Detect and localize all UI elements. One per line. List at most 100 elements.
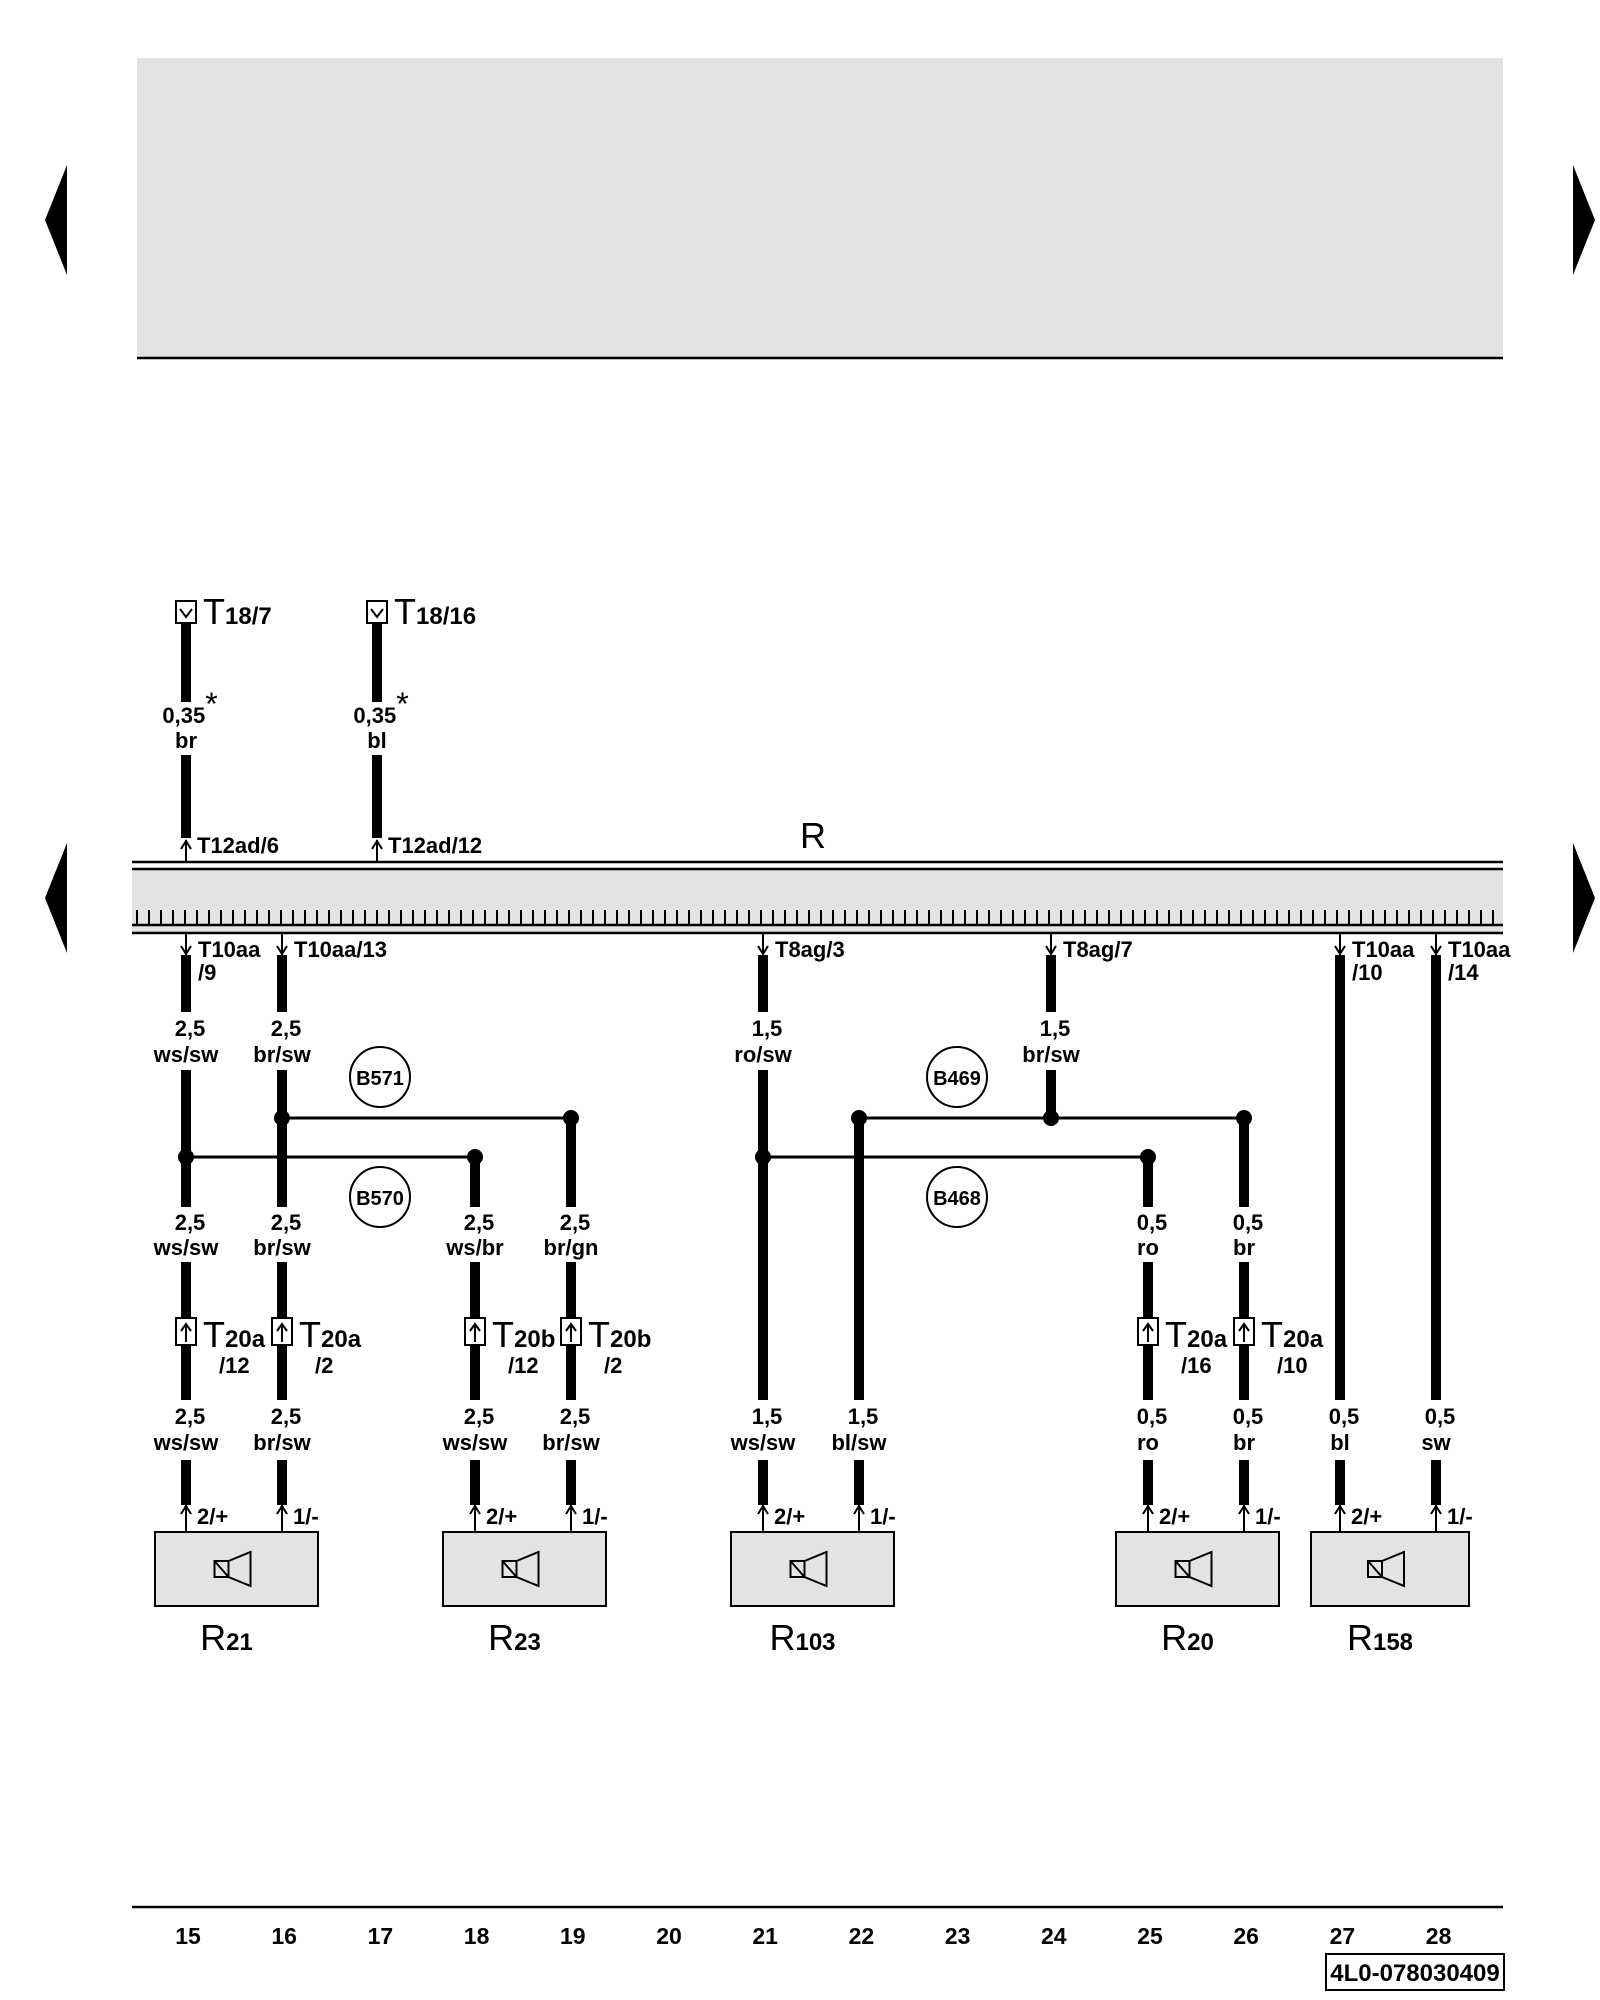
- speaker-icon: [501, 1550, 540, 1588]
- column-number: 26: [1233, 1923, 1259, 1949]
- svg-text:2/+: 2/+: [486, 1504, 517, 1529]
- speaker-label: R23: [488, 1617, 541, 1658]
- svg-text:/9: /9: [198, 960, 216, 985]
- speaker-pin-arrows: [180, 1504, 1442, 1532]
- speaker-r21: R21: [154, 1531, 319, 1658]
- svg-text:2,5: 2,5: [175, 1210, 206, 1235]
- column-number: 27: [1330, 1923, 1356, 1949]
- svg-text:T20a: T20a: [203, 1314, 266, 1355]
- column-number: 20: [656, 1923, 682, 1949]
- svg-text:/12: /12: [219, 1353, 250, 1378]
- speaker-icon: [1367, 1550, 1405, 1588]
- module-pin-ticks: [136, 910, 1494, 925]
- svg-text:br/gn: br/gn: [544, 1235, 599, 1260]
- svg-text:br/sw: br/sw: [253, 1235, 311, 1260]
- speaker-label: R158: [1347, 1617, 1413, 1658]
- svg-text:0,5: 0,5: [1137, 1210, 1168, 1235]
- svg-text:2,5: 2,5: [560, 1404, 591, 1429]
- speaker-icon: [1174, 1550, 1213, 1588]
- svg-text:ws/sw: ws/sw: [730, 1430, 797, 1455]
- splice-b469: B469: [926, 1046, 988, 1108]
- svg-text:/2: /2: [315, 1353, 333, 1378]
- svg-text:0,35*: 0,35*: [162, 686, 217, 728]
- column-number: 21: [752, 1923, 778, 1949]
- splice-b570: B570: [349, 1166, 411, 1228]
- svg-text:0,5: 0,5: [1233, 1404, 1264, 1429]
- svg-text:2/+: 2/+: [1351, 1504, 1382, 1529]
- svg-text:T10aa: T10aa: [198, 937, 261, 962]
- svg-text:B571: B571: [356, 1068, 404, 1090]
- svg-text:4L0-078030409: 4L0-078030409: [1330, 1960, 1499, 1987]
- svg-text:B468: B468: [933, 1188, 981, 1210]
- svg-text:1/-: 1/-: [870, 1504, 896, 1529]
- svg-text:ws/sw: ws/sw: [442, 1430, 509, 1455]
- svg-text:T10aa/13: T10aa/13: [294, 937, 387, 962]
- svg-text:bl/sw: bl/sw: [831, 1430, 887, 1455]
- speaker-icon: [213, 1550, 252, 1588]
- svg-text:0,5: 0,5: [1137, 1404, 1168, 1429]
- nav-prev-top-arrow[interactable]: [45, 165, 67, 275]
- speaker-r158: R158: [1310, 1531, 1470, 1658]
- svg-text:T8ag/3: T8ag/3: [775, 937, 845, 962]
- svg-text:1,5: 1,5: [752, 1016, 783, 1041]
- module-output-pins: T10aa /9 T10aa/13 T8ag/3 T8ag/7 T10aa /1…: [180, 933, 1511, 985]
- svg-text:2,5: 2,5: [175, 1016, 206, 1041]
- nav-prev-mid-arrow[interactable]: [45, 843, 67, 953]
- svg-text:ws/sw: ws/sw: [153, 1042, 220, 1067]
- speaker-pin-labels: 2/+ 1/- 2/+ 1/- 2/+ 1/- 2/+ 1/- 2/+ 1/-: [197, 1504, 1473, 1529]
- svg-text:br/sw: br/sw: [253, 1042, 311, 1067]
- bus-lines: [186, 1116, 1244, 1159]
- top-connector-t18-7: T18/7: [175, 591, 272, 632]
- svg-text:1/-: 1/-: [1255, 1504, 1281, 1529]
- svg-text:1,5: 1,5: [1040, 1016, 1071, 1041]
- speaker-r23: R23: [442, 1531, 607, 1658]
- top-wire-br: 0,35* br T12ad/6: [162, 624, 279, 862]
- svg-text:ro: ro: [1137, 1235, 1159, 1260]
- svg-text:T12ad/12: T12ad/12: [388, 833, 482, 858]
- svg-text:1/-: 1/-: [293, 1504, 319, 1529]
- svg-text:br: br: [175, 728, 197, 753]
- svg-text:0,5: 0,5: [1233, 1210, 1264, 1235]
- module-label: R: [800, 815, 826, 856]
- svg-text:0,35*: 0,35*: [353, 686, 408, 728]
- svg-text:2/+: 2/+: [1159, 1504, 1190, 1529]
- svg-text:2,5: 2,5: [271, 1016, 302, 1041]
- column-number: 18: [464, 1923, 490, 1949]
- svg-text:br: br: [1233, 1430, 1255, 1455]
- speaker-label: R21: [200, 1617, 253, 1658]
- mid-connectors: T20a /12 T20a /2 T20b /12 T20b /2 T20a /…: [175, 1314, 1324, 1378]
- column-number: 25: [1137, 1923, 1163, 1949]
- nav-next-top-arrow[interactable]: [1573, 165, 1595, 275]
- svg-text:2,5: 2,5: [271, 1210, 302, 1235]
- svg-text:1,5: 1,5: [848, 1404, 879, 1429]
- svg-text:br/sw: br/sw: [542, 1430, 600, 1455]
- svg-text:2,5: 2,5: [560, 1210, 591, 1235]
- wire-segments: [181, 955, 1441, 1505]
- svg-text:/2: /2: [604, 1353, 622, 1378]
- svg-text:ws/br: ws/br: [445, 1235, 504, 1260]
- svg-text:T18/16: T18/16: [394, 591, 476, 632]
- svg-text:ro: ro: [1137, 1430, 1159, 1455]
- svg-text:T12ad/6: T12ad/6: [197, 833, 279, 858]
- module-r: R: [132, 815, 1503, 935]
- svg-text:T20a: T20a: [1261, 1314, 1324, 1355]
- svg-text:T18/7: T18/7: [203, 591, 272, 632]
- svg-text:br: br: [1233, 1235, 1255, 1260]
- svg-text:1,5: 1,5: [752, 1404, 783, 1429]
- wire-labels: 2,5ws/sw 2,5br/sw 1,5ro/sw 1,5br/sw 2,5w…: [153, 1016, 1456, 1455]
- svg-text:/10: /10: [1277, 1353, 1308, 1378]
- nav-next-mid-arrow[interactable]: [1573, 843, 1595, 953]
- svg-text:0,5: 0,5: [1425, 1404, 1456, 1429]
- speaker-icon: [789, 1550, 828, 1588]
- svg-text:br/sw: br/sw: [1022, 1042, 1080, 1067]
- svg-text:bl: bl: [1330, 1430, 1350, 1455]
- column-number: 19: [560, 1923, 586, 1949]
- svg-text:B469: B469: [933, 1068, 981, 1090]
- header-panel: [137, 58, 1503, 358]
- svg-text:2,5: 2,5: [271, 1404, 302, 1429]
- junction-dots: [178, 1110, 1252, 1165]
- svg-text:2,5: 2,5: [464, 1404, 495, 1429]
